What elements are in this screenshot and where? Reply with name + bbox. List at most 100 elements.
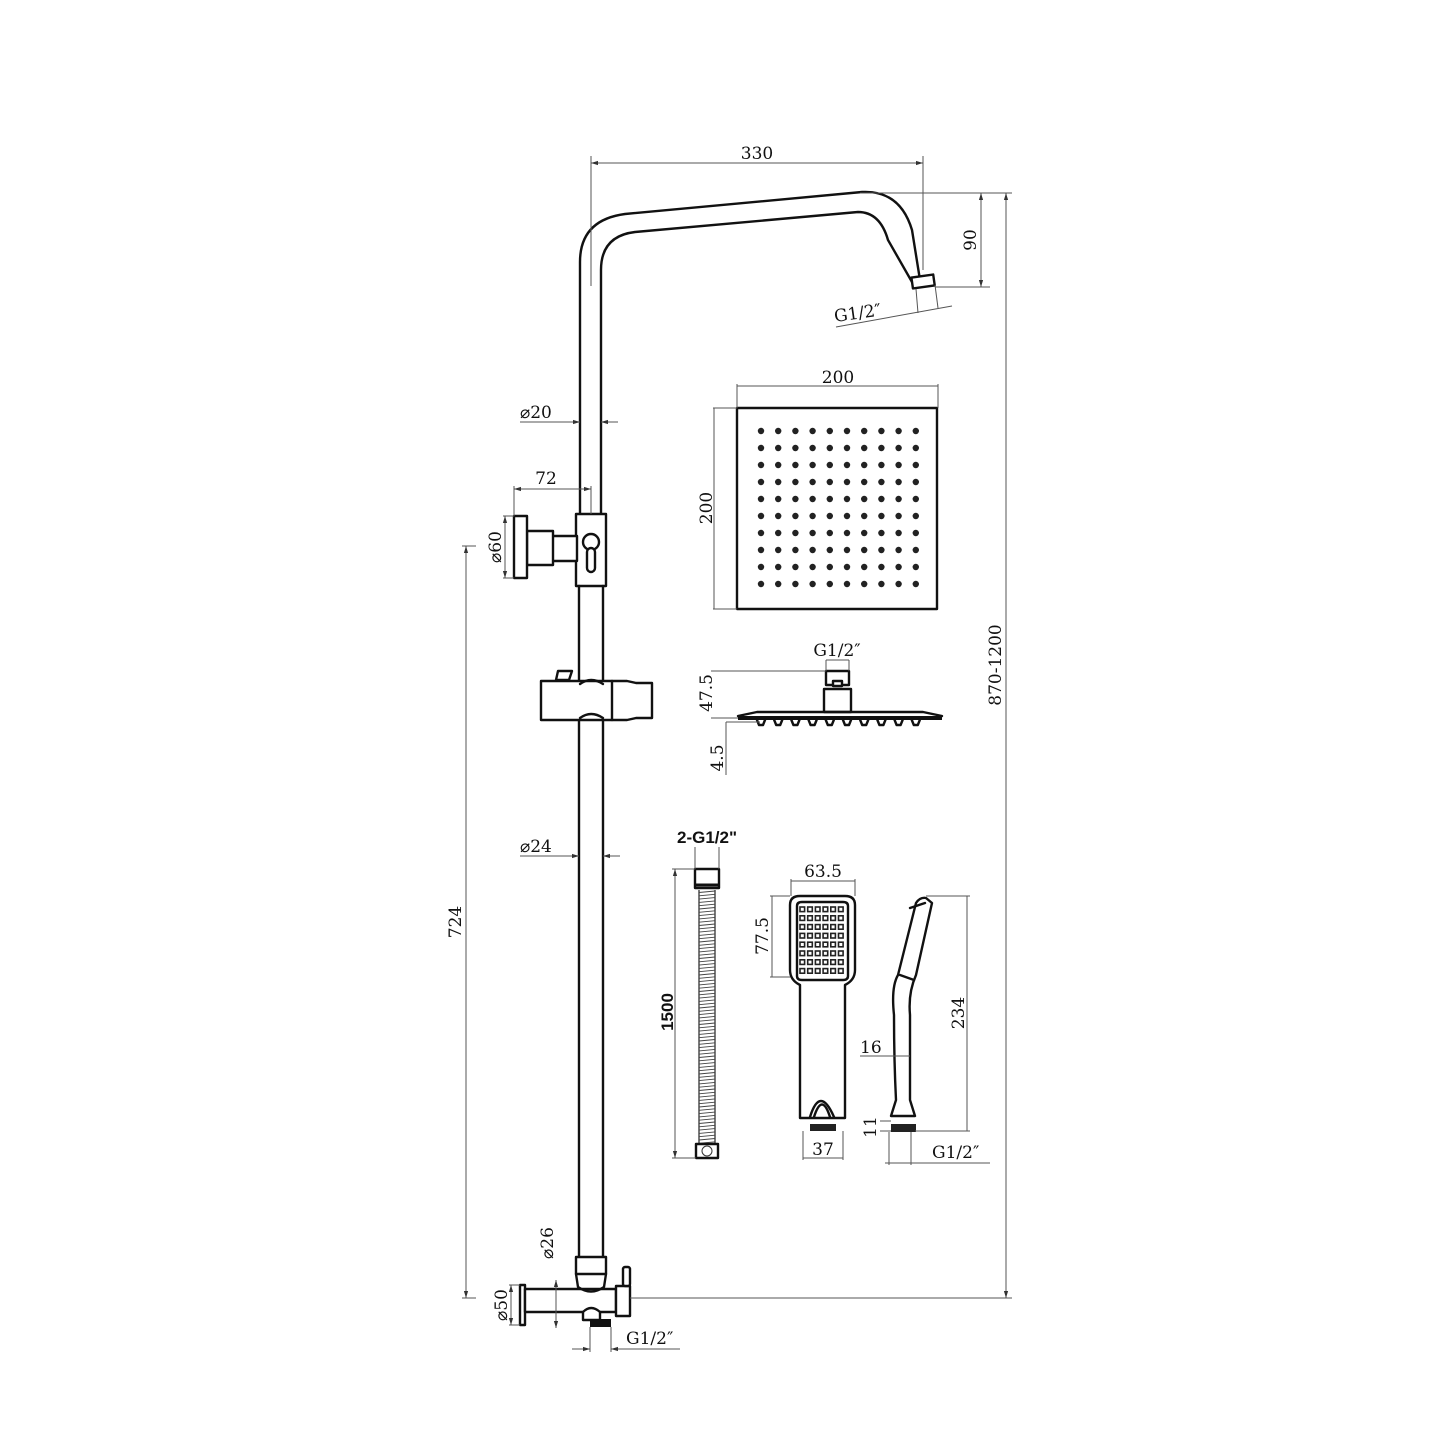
overhead-nozzle xyxy=(843,546,851,554)
overhead-nozzle xyxy=(843,444,851,452)
overhead-nozzle xyxy=(775,478,782,486)
overhead-nozzle xyxy=(809,461,816,469)
overhead-nozzle xyxy=(895,529,902,537)
hand-nozzle xyxy=(837,923,844,930)
overhead-nozzle xyxy=(757,563,765,571)
hand-nozzle xyxy=(829,967,837,974)
hose-coil xyxy=(698,940,716,943)
hand-nozzle xyxy=(806,923,814,930)
hand-nozzle xyxy=(837,941,844,948)
hose-coil xyxy=(698,1095,716,1098)
overhead-nozzle xyxy=(843,563,851,571)
hose-coil xyxy=(698,1002,716,1006)
overhead-nozzle xyxy=(895,478,902,486)
overhead-nozzle xyxy=(826,495,833,503)
overhead-nozzle xyxy=(826,461,833,469)
hose-coil xyxy=(698,1081,716,1085)
hand-shower-dimensions: 63.5 77.5 37 234 16 11 G1/2″ xyxy=(753,862,990,1165)
overhead-nozzle xyxy=(826,546,833,554)
shower-hose xyxy=(693,867,721,1160)
overhead-nozzle xyxy=(878,580,885,588)
overhead-nozzle xyxy=(757,546,765,554)
overhead-nozzle xyxy=(809,478,816,486)
riser-dimensions: 330 90 G1/2″ ⌀20 72 ⌀60 ⌀24 ⌀26 xyxy=(446,144,1012,1352)
hose-coil xyxy=(698,1015,716,1019)
overhead-nozzle xyxy=(912,444,919,452)
hand-nozzle xyxy=(806,906,814,913)
overhead-nozzle xyxy=(826,512,833,520)
hose-coil xyxy=(698,976,716,979)
hand-shower-side-view xyxy=(889,896,934,1132)
hose-coil xyxy=(698,1134,716,1138)
shower-arm xyxy=(578,190,922,517)
overhead-nozzle xyxy=(878,563,885,571)
dim-valve-body-dia: ⌀26 xyxy=(538,1227,558,1259)
hose-coil xyxy=(698,913,716,917)
hose-coil xyxy=(698,1118,716,1121)
overhead-nozzle xyxy=(809,529,816,537)
hose-coil xyxy=(698,996,716,999)
overhead-nozzle xyxy=(809,512,816,520)
overhead-nozzle xyxy=(843,495,851,503)
overhead-nozzle xyxy=(878,461,885,469)
overhead-nozzle-grid xyxy=(757,427,919,588)
hand-nozzle xyxy=(806,950,814,957)
hose-coil xyxy=(698,903,716,907)
hose-coil xyxy=(698,1019,716,1022)
hose-coil xyxy=(698,1101,716,1105)
overhead-side-nozzle xyxy=(859,718,870,727)
overhead-nozzle xyxy=(775,444,782,452)
overhead-nozzle xyxy=(792,478,799,486)
hose-coil xyxy=(698,1042,716,1045)
hose-coil xyxy=(698,1009,716,1012)
overhead-shower-plate xyxy=(735,406,939,611)
hose-coil xyxy=(698,916,716,920)
overhead-nozzle xyxy=(861,444,868,452)
overhead-nozzle xyxy=(912,427,919,435)
hose-coil xyxy=(698,1032,716,1035)
hose-coil xyxy=(698,1055,716,1058)
overhead-nozzle xyxy=(878,512,885,520)
overhead-side-nozzle xyxy=(876,718,887,727)
overhead-nozzle xyxy=(912,461,919,469)
bracket-arm-inner xyxy=(550,534,579,563)
diverter-valve xyxy=(518,1255,632,1327)
hand-nozzle xyxy=(814,914,821,922)
overhead-nozzle xyxy=(757,444,765,452)
dim-overhead-depth: 200 xyxy=(697,492,717,524)
hand-nozzle-grid xyxy=(799,906,844,974)
hand-nozzle xyxy=(799,958,806,966)
hose-coil xyxy=(698,1131,716,1134)
overhead-nozzle xyxy=(792,427,799,435)
overhead-nozzle xyxy=(792,495,799,503)
overhead-nozzle xyxy=(757,580,765,588)
hose-coil xyxy=(698,1022,716,1025)
overhead-nozzle xyxy=(792,512,799,520)
hand-nozzle xyxy=(822,914,829,922)
hose-coil xyxy=(698,1121,716,1124)
hose-coil xyxy=(698,966,716,969)
overhead-side-nozzle xyxy=(790,718,801,727)
bracket-arm-outer xyxy=(525,529,555,567)
dim-hose-length: 1500 xyxy=(658,993,677,1031)
hand-nozzle xyxy=(829,914,837,922)
overhead-side-nozzle xyxy=(893,718,904,727)
overhead-nozzle xyxy=(861,478,868,486)
overhead-nozzle xyxy=(895,444,902,452)
hose-coil xyxy=(698,946,716,950)
hose-coil xyxy=(698,1048,716,1052)
overhead-nozzle xyxy=(878,546,885,554)
hose-coils xyxy=(698,890,716,1144)
hand-nozzle xyxy=(837,967,844,974)
dim-bracket-flange-dia: ⌀60 xyxy=(486,531,506,563)
dim-hand-handle-depth: 16 xyxy=(860,1038,882,1058)
dim-hand-thread-length: 11 xyxy=(861,1116,881,1138)
overhead-side-nozzles xyxy=(755,718,921,727)
overhead-nozzle xyxy=(775,512,782,520)
hand-shower-front-view xyxy=(788,894,857,1131)
overhead-nozzle xyxy=(895,512,902,520)
overhead-nozzle xyxy=(826,580,833,588)
overhead-nozzle xyxy=(912,563,919,571)
overhead-nozzle xyxy=(912,529,919,537)
overhead-nozzle xyxy=(912,478,919,486)
